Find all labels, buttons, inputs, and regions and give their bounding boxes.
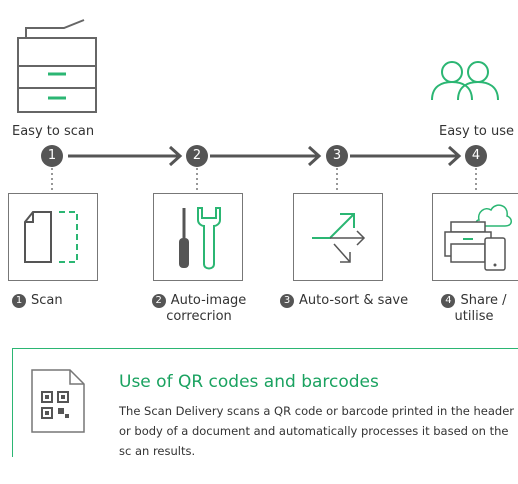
step-1-caption: 1 Scan — [12, 293, 63, 309]
step-3-box — [293, 193, 383, 281]
panel-body: The Scan Delivery scans a QR code or bar… — [119, 404, 514, 458]
qr-info-panel — [12, 348, 518, 457]
flow-arrows — [51, 145, 477, 193]
step-2-caption-text: Auto-image correcrion — [166, 293, 247, 324]
printer-icon — [17, 19, 97, 113]
step-2-dot: 2 — [151, 294, 166, 308]
step-4-dot: 4 — [441, 294, 456, 308]
step-3-number: 3 — [326, 145, 348, 167]
share-devices-icon — [444, 204, 512, 271]
step-2-number: 2 — [186, 145, 208, 167]
panel-title: Use of QR codes and barcodes — [119, 372, 379, 392]
scan-icon — [24, 211, 78, 263]
step-1-caption-text: Scan — [31, 293, 63, 308]
step-1-box — [8, 193, 98, 281]
users-icon — [431, 61, 499, 101]
step-3-caption: 3 Auto-sort & save — [280, 293, 408, 309]
step-4-box — [432, 193, 518, 281]
step-1-number: 1 — [41, 145, 63, 167]
wrench-screwdriver-icon — [179, 207, 221, 270]
step-1-dot: 1 — [12, 294, 26, 308]
easy-to-scan-label: Easy to scan — [12, 124, 95, 139]
qr-document-icon — [31, 369, 85, 433]
step-4-number: 4 — [465, 145, 487, 167]
sort-arrows-icon — [312, 213, 366, 263]
step-3-dot: 3 — [280, 294, 294, 308]
step-3-caption-text: Auto-sort & save — [299, 293, 409, 308]
step-4-caption-text: Share / utilise — [454, 293, 507, 324]
easy-to-use-label: Easy to use — [439, 124, 514, 139]
step-2-box — [153, 193, 243, 281]
